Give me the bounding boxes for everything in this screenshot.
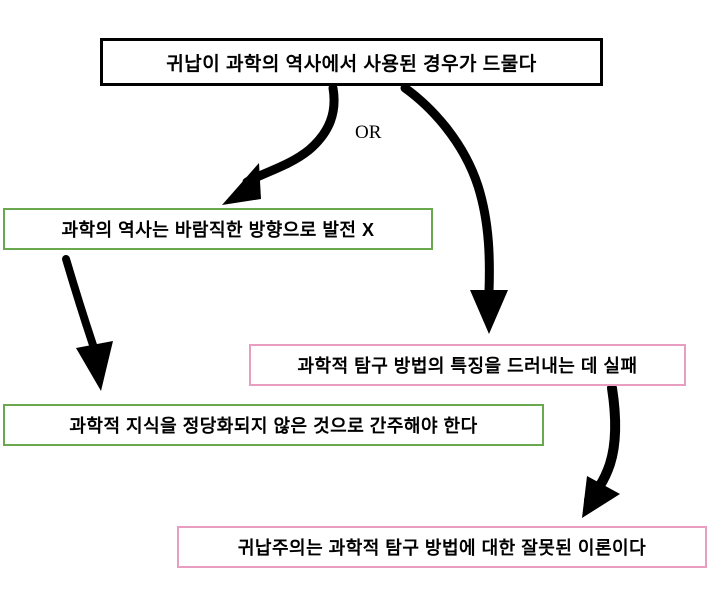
node-root: 귀납이 과학의 역사에서 사용된 경우가 드물다 xyxy=(100,38,603,86)
node-root-label: 귀납이 과학의 역사에서 사용된 경우가 드물다 xyxy=(166,53,537,75)
arrow-left1-to-left2 xyxy=(62,255,113,391)
node-right-1: 과학적 탐구 방법의 특징을 드러내는 데 실패 xyxy=(249,344,686,386)
arrow-right1-to-right2 xyxy=(582,383,621,518)
node-right-2-label: 귀납주의는 과학적 탐구 방법에 대한 잘못된 이론이다 xyxy=(237,538,647,558)
node-left-1-label: 과학의 역사는 바람직한 방향으로 발전 X xyxy=(61,220,375,240)
node-left-2-label: 과학적 지식을 정당화되지 않은 것으로 간주해야 한다 xyxy=(69,416,478,436)
node-left-1: 과학의 역사는 바람직한 방향으로 발전 X xyxy=(3,208,433,250)
node-right-2: 귀납주의는 과학적 탐구 방법에 대한 잘못된 이론이다 xyxy=(177,526,707,568)
arrow-root-to-left xyxy=(222,83,339,205)
connector-label-or: OR xyxy=(355,122,382,143)
node-right-1-label: 과학적 탐구 방법의 특징을 드러내는 데 실패 xyxy=(297,356,638,376)
node-left-2: 과학적 지식을 정당화되지 않은 것으로 간주해야 한다 xyxy=(3,404,544,446)
